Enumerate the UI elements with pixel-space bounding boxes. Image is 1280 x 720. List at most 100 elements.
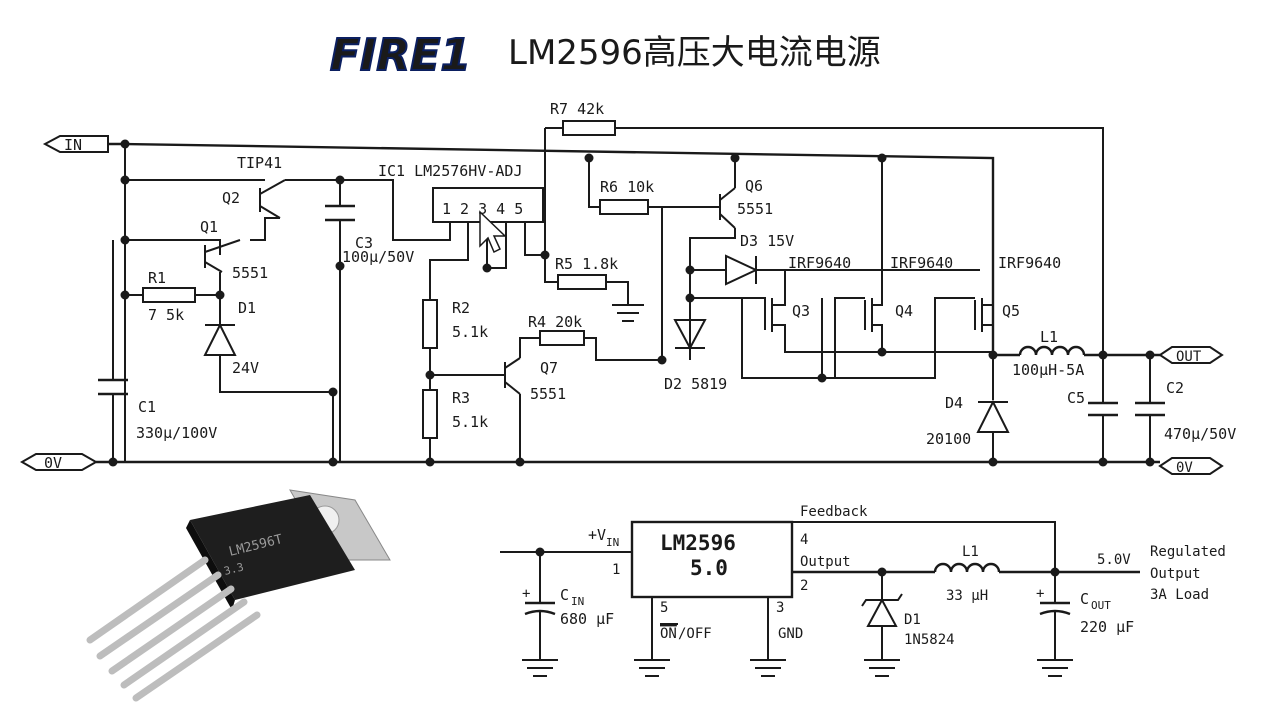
- q4-mosfet: [864, 158, 883, 352]
- d2-diode: [673, 319, 707, 351]
- bottom-circuit: LM2596 5.0 +V IN 1 + C IN 680 μF 5 ON /O…: [500, 504, 1226, 677]
- cin-label: C: [560, 586, 569, 604]
- chip-marking-2: 3.3: [223, 560, 245, 577]
- r6-label: R6 10k: [600, 178, 654, 196]
- d2-label: D2 5819: [664, 375, 727, 393]
- off-label: /OFF: [678, 626, 712, 642]
- l1-inductor: [1018, 345, 1086, 356]
- cin-sub: IN: [571, 595, 584, 608]
- output-text-label: Output: [1150, 566, 1201, 582]
- r1-value: 7 5k: [148, 306, 184, 324]
- irf-q3-label: IRF9640: [788, 254, 851, 272]
- r7-resistor: [562, 120, 616, 136]
- cout-sub: OUT: [1091, 599, 1111, 612]
- q3-label: Q3: [792, 302, 810, 320]
- q5-mosfet: [974, 298, 993, 332]
- r5-label: R5 1.8k: [555, 255, 618, 273]
- q1-label: Q1: [200, 218, 218, 236]
- r2-value: 5.1k: [452, 323, 488, 341]
- irf-q4-label: IRF9640: [890, 254, 953, 272]
- d1-value: 24V: [232, 359, 259, 377]
- gnd-right-label: 0V: [1176, 460, 1193, 476]
- output-label: Output: [800, 554, 851, 570]
- d1-label: D1: [238, 299, 256, 317]
- r2-label: R2: [452, 299, 470, 317]
- gnd-label: GND: [778, 626, 803, 642]
- ic1-pins: 1 2 3 4 5: [442, 200, 523, 218]
- pin2-label: 2: [800, 578, 808, 594]
- pin1-label: 1: [612, 562, 620, 578]
- svg-text:+: +: [1036, 586, 1044, 602]
- r4-resistor: [539, 330, 585, 346]
- pin4-label: 4: [800, 532, 808, 548]
- r3-value: 5.1k: [452, 413, 488, 431]
- in-terminal: IN: [42, 135, 109, 154]
- vin-sub: IN: [606, 536, 619, 549]
- in-label: IN: [64, 136, 82, 154]
- r4-label: R4 20k: [528, 313, 582, 331]
- vout-label: 5.0V: [1097, 552, 1131, 568]
- title-logo: FIRE1: [330, 30, 471, 81]
- c2-label: C2: [1166, 379, 1184, 397]
- d1-bottom-label: D1: [904, 612, 921, 628]
- l1-bottom-inductor: [933, 562, 1001, 573]
- d4-label: D4: [945, 394, 963, 412]
- tip41-label: TIP41: [237, 154, 282, 172]
- cout-value: 220 μF: [1080, 618, 1134, 636]
- d3-zener: [725, 254, 759, 286]
- q3-mosfet: [764, 270, 993, 353]
- d4-diode: [976, 399, 1010, 433]
- d1-schottky-diode: [866, 597, 898, 627]
- q1-part: 5551: [232, 264, 268, 282]
- q2-label: Q2: [222, 189, 240, 207]
- l1-bottom-value: 33 μH: [946, 588, 988, 604]
- input-rail: [108, 142, 995, 355]
- l1-label: L1: [1040, 328, 1058, 346]
- r7-label: R7 42k: [550, 100, 604, 118]
- q7-label: Q7: [540, 359, 558, 377]
- r5-resistor: [557, 274, 607, 290]
- title-bar: FIRE1 LM2596高压大电流电源: [329, 29, 881, 82]
- svg-text:+: +: [522, 586, 530, 602]
- c3-value: 100μ/50V: [342, 248, 414, 266]
- r1-resistor: [142, 287, 196, 303]
- c5-label: C5: [1067, 389, 1085, 407]
- pin3-label: 3: [776, 600, 784, 616]
- ic-version: 5.0: [690, 556, 728, 580]
- out-terminal: OUT: [1158, 346, 1224, 365]
- q7-part: 5551: [530, 385, 566, 403]
- l1-value: 100μH-5A: [1012, 361, 1084, 379]
- r2-resistor: [422, 299, 438, 349]
- regulated-label: Regulated: [1150, 544, 1226, 560]
- vin-label: +V: [588, 526, 606, 544]
- c1-value: 330μ/100V: [136, 424, 217, 442]
- r3-label: R3: [452, 389, 470, 407]
- gnd-terminal-left: 0V: [19, 453, 99, 472]
- lm2596-ic-box: [630, 520, 794, 599]
- c1-label: C1: [138, 398, 156, 416]
- q6-label: Q6: [745, 177, 763, 195]
- r1-label: R1: [148, 269, 166, 287]
- gnd-terminal-right: 0V: [1158, 457, 1224, 476]
- r3-resistor: [422, 389, 438, 439]
- ic1-label: IC1 LM2576HV-ADJ: [378, 162, 523, 180]
- c2-value: 470μ/50V: [1164, 425, 1236, 443]
- top-circuit: IN 0V R7 42k TIP41 Q2 Q1 5551: [19, 100, 1236, 476]
- q6-part: 5551: [737, 200, 773, 218]
- d1-bottom-part: 1N5824: [904, 632, 955, 648]
- out-label: OUT: [1176, 349, 1202, 365]
- cout-label: C: [1080, 590, 1089, 608]
- pin5-label: 5: [660, 600, 668, 616]
- q4-label: Q4: [895, 302, 913, 320]
- lm2596-chip-photo: LM2596T 3.3: [86, 489, 391, 702]
- q5-label: Q5: [1002, 302, 1020, 320]
- load-label: 3A Load: [1150, 587, 1209, 603]
- r6-resistor: [599, 199, 649, 215]
- l1-bottom-label: L1: [962, 544, 979, 560]
- d3-label: D3 15V: [740, 232, 794, 250]
- mouse-cursor-icon: [479, 210, 507, 254]
- cin-value: 680 μF: [560, 610, 614, 628]
- irf-q5-label: IRF9640: [998, 254, 1061, 272]
- d4-value: 20100: [926, 430, 971, 448]
